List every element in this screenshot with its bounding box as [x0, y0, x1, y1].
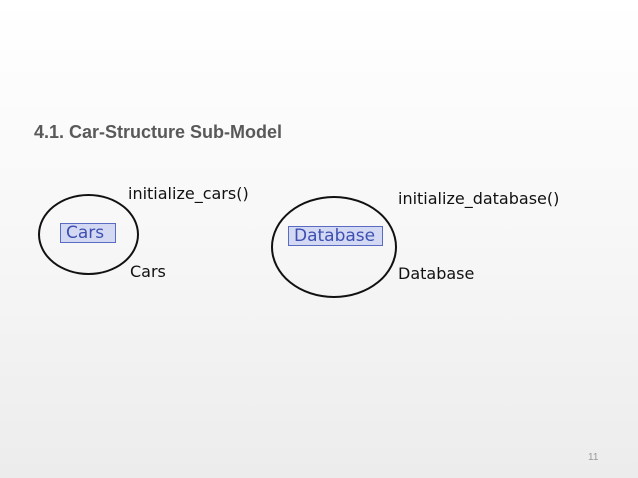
slide-title: 4.1. Car-Structure Sub-Model — [34, 122, 283, 142]
cars-output-label: Cars — [130, 262, 166, 281]
database-output-label: Database — [398, 264, 475, 283]
database-box: Database — [288, 226, 383, 246]
database-ellipse — [271, 196, 397, 298]
initialize-cars-label: initialize_cars() — [128, 184, 249, 203]
initialize-database-label: initialize_database() — [398, 189, 560, 208]
cars-ellipse — [38, 194, 139, 275]
page-number: 11 — [588, 452, 599, 463]
cars-box: Cars — [60, 223, 116, 243]
